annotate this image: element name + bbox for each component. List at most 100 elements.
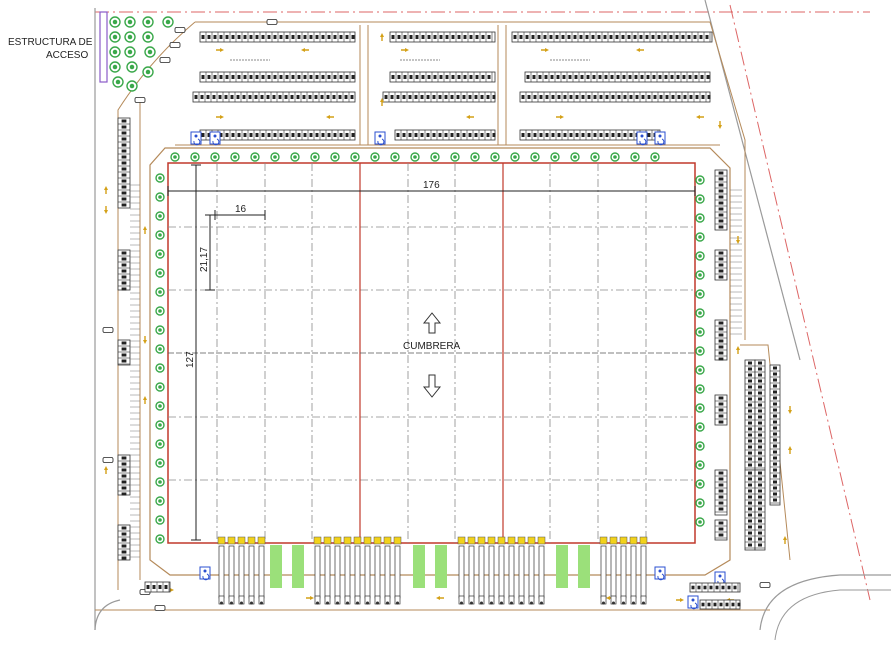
loading-dock <box>457 536 466 605</box>
traffic-arrow-icon <box>436 596 444 600</box>
tree-icon <box>290 152 300 162</box>
loading-dock <box>507 536 516 605</box>
tree-icon <box>155 211 165 221</box>
parking-row <box>689 582 741 593</box>
traffic-arrow-icon <box>216 115 224 119</box>
dimension-lines <box>167 164 696 541</box>
tree-icon <box>162 16 174 28</box>
traffic-arrow-icon <box>541 48 549 52</box>
accessible-parking-icon <box>209 131 221 146</box>
tree-icon <box>155 477 165 487</box>
loading-dock <box>257 536 266 605</box>
parking-row <box>389 31 496 43</box>
access-structure: ESTRUCTURA DE ACCESO <box>8 11 108 83</box>
loading-dock <box>353 536 362 605</box>
tree-icon <box>142 31 154 43</box>
traffic-arrow-icon <box>104 206 108 214</box>
loading-dock <box>639 536 648 605</box>
tree-icon <box>695 384 705 394</box>
tree-icon <box>695 422 705 432</box>
loading-dock <box>477 536 486 605</box>
loading-dock <box>313 536 322 605</box>
tree-icon <box>695 270 705 280</box>
parking-row <box>511 31 713 43</box>
accessible-parking-icon <box>654 566 666 581</box>
loading-dock <box>383 536 392 605</box>
tree-icon <box>155 325 165 335</box>
parking-column <box>714 394 728 426</box>
traffic-arrow-icon <box>380 98 384 106</box>
car-icon <box>759 582 771 588</box>
parking-row <box>382 91 496 103</box>
accessible-parking-icon <box>687 595 699 610</box>
loading-dock <box>619 536 628 605</box>
tree-icon <box>695 213 705 223</box>
traffic-arrow-icon <box>104 466 108 474</box>
tree-icon <box>350 152 360 162</box>
tree-icon <box>630 152 640 162</box>
tree-icon <box>695 308 705 318</box>
tree-icon <box>410 152 420 162</box>
building-perimeter <box>149 147 731 576</box>
tree-icon <box>390 152 400 162</box>
traffic-arrow-icon <box>788 406 792 414</box>
tree-icon <box>155 173 165 183</box>
tree-icon <box>155 268 165 278</box>
traffic-arrow-icon <box>736 346 740 354</box>
tree-icon <box>142 16 154 28</box>
loading-dock <box>487 536 496 605</box>
bay-depth-label: 21,17 <box>199 247 210 272</box>
tree-icon <box>126 61 138 73</box>
tree-icon <box>490 152 500 162</box>
tree-icon <box>370 152 380 162</box>
tree-icon <box>155 458 165 468</box>
car-icon <box>154 605 166 611</box>
tree-icon <box>155 534 165 544</box>
loading-dock <box>247 536 256 605</box>
tree-icon <box>695 498 705 508</box>
parking-row <box>519 91 711 103</box>
tree-icon <box>695 194 705 204</box>
loading-dock <box>343 536 352 605</box>
parking-column <box>744 359 756 471</box>
car-icon <box>169 42 181 48</box>
car-icon <box>102 457 114 463</box>
tree-icon <box>155 249 165 259</box>
tree-icon <box>695 251 705 261</box>
tree-icon <box>250 152 260 162</box>
traffic-arrow-icon <box>736 236 740 244</box>
accessible-parking-icon <box>190 131 202 146</box>
loading-dock <box>227 536 236 605</box>
traffic-arrow-icon <box>301 48 309 52</box>
access-structure-label-1: ESTRUCTURA DE <box>8 37 93 48</box>
parking-column <box>117 454 131 496</box>
loading-dock <box>363 536 372 605</box>
total-width-label: 176 <box>423 180 440 191</box>
tree-icon <box>695 403 705 413</box>
tree-icon <box>155 192 165 202</box>
traffic-arrow-icon <box>466 115 474 119</box>
tree-icon <box>695 327 705 337</box>
tree-icon <box>470 152 480 162</box>
tree-icon <box>450 152 460 162</box>
accessible-parking-icon <box>636 131 648 146</box>
loading-dock <box>537 536 546 605</box>
tree-icon <box>155 287 165 297</box>
warehouse-building <box>167 162 696 544</box>
tree-icon <box>155 401 165 411</box>
tree-icon <box>109 31 121 43</box>
loading-dock <box>629 536 638 605</box>
loading-dock <box>393 536 402 605</box>
traffic-arrow-icon <box>104 186 108 194</box>
tree-icon <box>695 346 705 356</box>
parking-row <box>524 71 711 83</box>
parking-column <box>754 469 766 551</box>
tree-icon <box>650 152 660 162</box>
tree-icon <box>695 441 705 451</box>
tree-icon <box>510 152 520 162</box>
tree-icon <box>190 152 200 162</box>
traffic-arrow-icon <box>143 226 147 234</box>
traffic-arrow-icon <box>401 48 409 52</box>
tree-icon <box>590 152 600 162</box>
